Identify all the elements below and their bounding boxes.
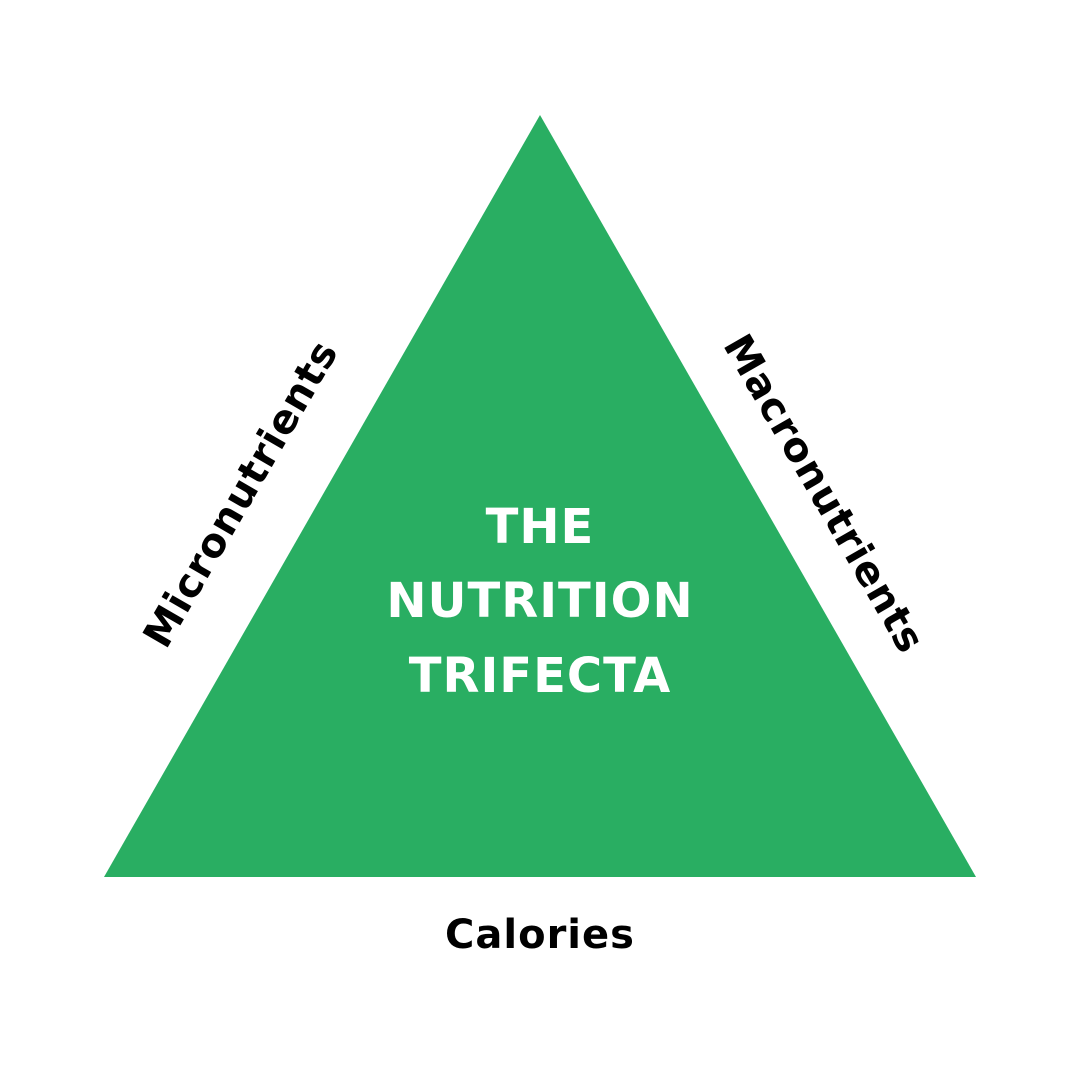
title-line-2: NUTRITION bbox=[386, 573, 693, 629]
title-line-1: THE bbox=[486, 499, 595, 555]
edge-label-bottom: Calories bbox=[445, 912, 635, 958]
title-line-3: TRIFECTA bbox=[409, 648, 672, 704]
trifecta-triangle bbox=[104, 115, 976, 877]
